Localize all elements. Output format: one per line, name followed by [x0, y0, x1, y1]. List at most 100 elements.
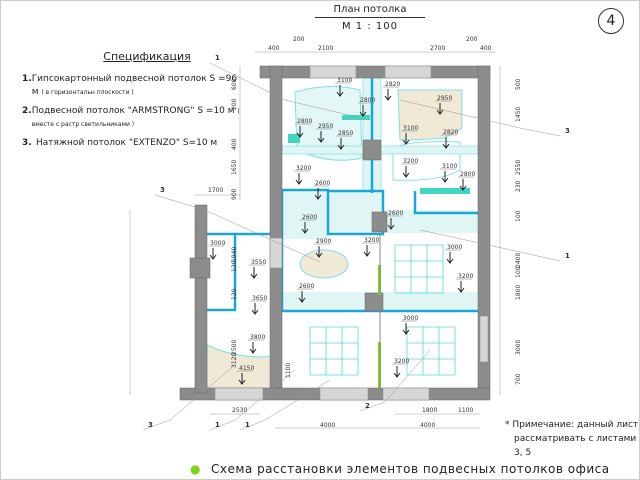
footer-text: Схема расстановки элементов подвесных по…	[210, 462, 610, 476]
dimension-label: 1650	[231, 160, 238, 175]
dimension-label: 200	[231, 98, 238, 110]
elevation-label: 2900	[316, 238, 331, 245]
arrow-down-icon	[402, 166, 410, 178]
spec-text: Натяжной потолок "EXTENZO" S=10 м	[36, 138, 218, 148]
elevation-label: 2600	[315, 180, 330, 187]
arrow-down-icon	[314, 188, 322, 200]
arrow-down-icon	[363, 245, 371, 257]
elevation-mark: 2800	[295, 118, 312, 138]
leader-label: 3	[565, 127, 570, 135]
spec-note: ( вместе с растр светильниками )	[31, 108, 240, 128]
arrow-down-icon	[393, 366, 401, 378]
specification: Спецификация 1. Гипсокартонный подвесной…	[22, 50, 242, 156]
dimension-label: 2400	[515, 253, 522, 268]
elevation-mark: 3200	[294, 165, 311, 185]
note-star: *	[505, 420, 510, 430]
elevation-mark: 3200	[362, 237, 379, 257]
arrow-down-icon	[315, 246, 323, 258]
plan-title-name: План потолка	[315, 4, 425, 18]
arrow-down-icon	[442, 137, 450, 149]
armstrong-grids	[309, 244, 456, 376]
dimension-label: 500	[515, 78, 522, 90]
dimension-label: 700	[515, 373, 522, 385]
note-line: 3, 5	[514, 448, 532, 458]
elevation-label: 3200	[364, 237, 379, 244]
arrow-down-icon	[359, 105, 367, 117]
elevation-mark: 3650	[250, 295, 267, 315]
plan-scale: М 1 : 100	[342, 21, 398, 32]
dimension-label: 1700	[208, 187, 223, 194]
elevation-label: 2820	[443, 129, 458, 136]
arrow-down-icon	[436, 103, 444, 115]
elevation-label: 3650	[252, 295, 267, 302]
elevation-label: 3200	[458, 273, 473, 280]
elevation-mark: 2850	[336, 130, 353, 150]
elevation-label: 2820	[385, 81, 400, 88]
elevation-mark: 3800	[248, 334, 265, 354]
elevation-label: 3200	[296, 165, 311, 172]
arrow-down-icon	[209, 248, 217, 260]
dimension-label: 2700	[430, 45, 445, 52]
elevation-label: 3200	[403, 158, 418, 165]
arrow-down-icon	[249, 342, 257, 354]
elevation-label: 3000	[210, 240, 225, 247]
dimension-label: 4000	[320, 422, 335, 429]
elevation-mark: 3200	[392, 358, 409, 378]
sheet-number: 4	[598, 8, 624, 34]
spec-text: Гипсокартонный подвесной потолок S =96 м	[31, 74, 238, 97]
arrow-down-icon	[402, 323, 410, 335]
dimension-label: 1940	[231, 247, 238, 262]
leader-label: 2	[365, 402, 370, 410]
dimension-label: 200	[466, 36, 478, 43]
elevation-mark: 3550	[249, 259, 266, 279]
dimension-label: 1800	[422, 407, 437, 414]
note-line: рассматривать с листами	[514, 434, 637, 444]
elevation-label: 2950	[437, 95, 452, 102]
elevation-label: 4150	[239, 365, 254, 372]
arrow-down-icon	[457, 281, 465, 293]
elevation-mark: 2820	[383, 81, 400, 101]
elevation-mark: 2600	[386, 210, 403, 230]
arrow-down-icon	[251, 303, 259, 315]
elevation-mark: 2950	[435, 95, 452, 115]
dimension-label: 230	[515, 180, 522, 192]
armstrong-grid	[406, 326, 456, 376]
dimension-label: 1450	[515, 107, 522, 122]
elevation-mark: 3000	[401, 315, 418, 335]
elevation-mark: 3100	[440, 163, 457, 183]
spec-item: 3. Натяжной потолок "EXTENZO" S=10 м	[22, 137, 242, 150]
dimension-label: 2100	[318, 45, 333, 52]
dimension-label: 900	[231, 188, 238, 200]
bullet-icon: ●	[190, 462, 201, 476]
elevation-label: 3100	[442, 163, 457, 170]
elevation-mark: 2800	[358, 97, 375, 117]
elevation-mark: 4150	[237, 365, 254, 385]
dimension-label: 400	[268, 45, 280, 52]
elevation-mark: 3200	[401, 158, 418, 178]
spec-text: Подвесной потолок "ARMSTRONG" S =10 м	[31, 106, 235, 116]
arrow-down-icon	[384, 89, 392, 101]
dimension-label: 2550	[515, 160, 522, 175]
elevation-label: 3200	[394, 358, 409, 365]
arrow-down-icon	[337, 138, 345, 150]
leader-label: 3	[148, 421, 153, 429]
elevation-label: 3100	[403, 125, 418, 132]
note-line: Примечание: данный лист	[512, 420, 639, 430]
arrow-down-icon	[296, 126, 304, 138]
elevation-mark: 3000	[445, 244, 462, 264]
leader-label: 1	[215, 421, 220, 429]
arrow-down-icon	[446, 252, 454, 264]
elevation-label: 2850	[338, 130, 353, 137]
elevation-mark: 2820	[441, 129, 458, 149]
elevation-label: 2800	[460, 171, 475, 178]
ceiling-profiles	[195, 78, 478, 313]
arrow-down-icon	[441, 171, 449, 183]
elevation-mark: 2900	[314, 238, 331, 258]
spec-num: 1.	[22, 74, 32, 84]
dimension-label: 3000	[515, 340, 522, 355]
elevation-label: 3800	[250, 334, 265, 341]
elevation-mark: 3100	[335, 77, 352, 97]
arrow-down-icon	[238, 373, 246, 385]
leader-label: 1	[215, 54, 220, 62]
